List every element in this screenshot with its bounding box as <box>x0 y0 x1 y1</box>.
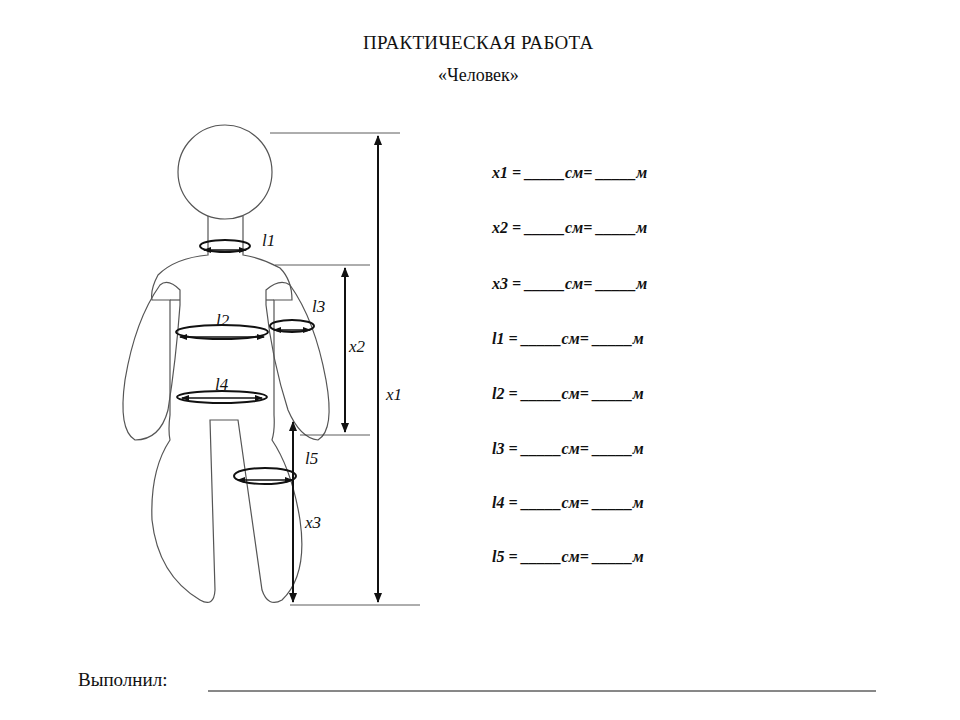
measure-label: l5 <box>305 450 318 467</box>
answer-line: l3 = _____см= _____м <box>492 441 644 457</box>
measure-label: l3 <box>312 298 325 315</box>
measure-label: l4 <box>215 376 228 393</box>
measure-label: x3 <box>305 514 321 531</box>
worksheet-title: ПРАКТИЧЕСКАЯ РАБОТА <box>363 33 593 52</box>
answer-line: l2 = _____см= _____м <box>492 386 644 402</box>
measure-label: x1 <box>386 386 402 403</box>
signature-line <box>208 691 876 692</box>
answer-line: l5 = _____см= _____м <box>492 549 644 565</box>
answer-line: l4 = _____см= _____м <box>492 495 644 511</box>
answer-line: x3 = _____см= _____м <box>492 276 647 292</box>
signature-label: Выполнил: <box>78 670 167 689</box>
answer-line: x2 = _____см= _____м <box>492 220 647 236</box>
worksheet-subtitle: «Человек» <box>438 66 519 84</box>
measure-label: l2 <box>216 312 229 329</box>
measure-label: l1 <box>262 232 275 249</box>
answer-line: x1 = _____см= _____м <box>492 165 647 181</box>
answer-line: l1 = _____см= _____м <box>492 331 644 347</box>
measure-label: x2 <box>349 338 365 355</box>
